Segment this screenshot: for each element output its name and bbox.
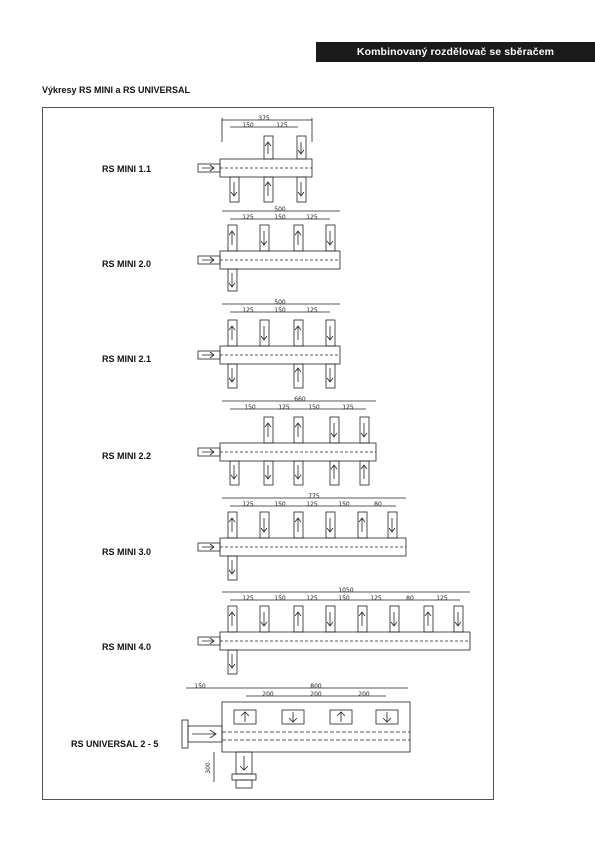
dim-part: 150	[274, 307, 286, 314]
drawing-rs-mini-3-0: 775 125 150 125 150 80	[197, 493, 407, 581]
dim-total: 375	[258, 115, 270, 122]
section-title: Výkresy RS MINI a RS UNIVERSAL	[42, 85, 191, 95]
dim-part: 150	[274, 501, 286, 508]
dim-part: 150	[242, 122, 254, 129]
model-label-rs-mini-2-1: RS MINI 2.1	[102, 354, 152, 364]
header-title: Kombinovaný rozdělovač se sběračem	[356, 46, 555, 58]
dim-part: 200	[262, 691, 274, 698]
model-label-rs-mini-2-2: RS MINI 2.2	[102, 451, 152, 461]
dim-total: 1050	[338, 587, 353, 594]
dim-part: 125	[306, 214, 318, 221]
dim-part: 125	[242, 501, 254, 508]
header-bar: Kombinovaný rozdělovač se sběračem	[316, 42, 595, 62]
dim-total: 500	[274, 299, 286, 306]
dim-part: 150	[274, 595, 286, 602]
dim-part: 125	[436, 595, 448, 602]
drawing-rs-universal: 150 800 200 200 200 300	[181, 683, 411, 789]
dim-total: 500	[274, 206, 286, 213]
dim-total: 660	[294, 396, 306, 403]
dim-part: 150	[274, 214, 286, 221]
dim-side: 300	[205, 762, 212, 774]
model-label-rs-mini-4-0: RS MINI 4.0	[102, 642, 152, 652]
model-label-rs-universal: RS UNIVERSAL 2 - 5	[71, 739, 159, 749]
dim-part: 125	[278, 404, 290, 411]
dim-total: 800	[310, 683, 322, 690]
drawings-frame	[42, 107, 494, 800]
model-label-rs-mini-3-0: RS MINI 3.0	[102, 547, 152, 557]
drawing-rs-mini-2-0: 500 125 150 125	[197, 206, 341, 292]
drawing-rs-mini-2-1: 500 125 150 125	[197, 299, 341, 389]
dim-part: 125	[242, 214, 254, 221]
drawing-rs-mini-1-1: 375 150 125	[197, 115, 313, 203]
dim-part: 150	[244, 404, 256, 411]
dim-part: 125	[306, 307, 318, 314]
dim-part: 200	[358, 691, 370, 698]
dim-part: 125	[370, 595, 382, 602]
dim-part: 80	[374, 501, 382, 508]
dim-part: 150	[308, 404, 320, 411]
drawing-rs-mini-2-2: 660 150 125 150 125	[197, 396, 377, 486]
dim-part: 125	[342, 404, 354, 411]
dim-part: 200	[310, 691, 322, 698]
model-label-rs-mini-2-0: RS MINI 2.0	[102, 259, 152, 269]
dim-part: 150	[338, 501, 350, 508]
dim-part: 125	[306, 595, 318, 602]
dim-total: 775	[308, 493, 320, 500]
dim-part: 125	[276, 122, 288, 129]
drawing-rs-mini-4-0: 1050 125 150 125 150 125 80 125	[197, 587, 471, 675]
dim-part: 125	[242, 307, 254, 314]
dim-left: 150	[194, 683, 206, 690]
dim-part: 80	[406, 595, 414, 602]
dim-part: 150	[338, 595, 350, 602]
dim-part: 125	[242, 595, 254, 602]
dim-part: 125	[306, 501, 318, 508]
model-label-rs-mini-1-1: RS MINI 1.1	[102, 164, 152, 174]
